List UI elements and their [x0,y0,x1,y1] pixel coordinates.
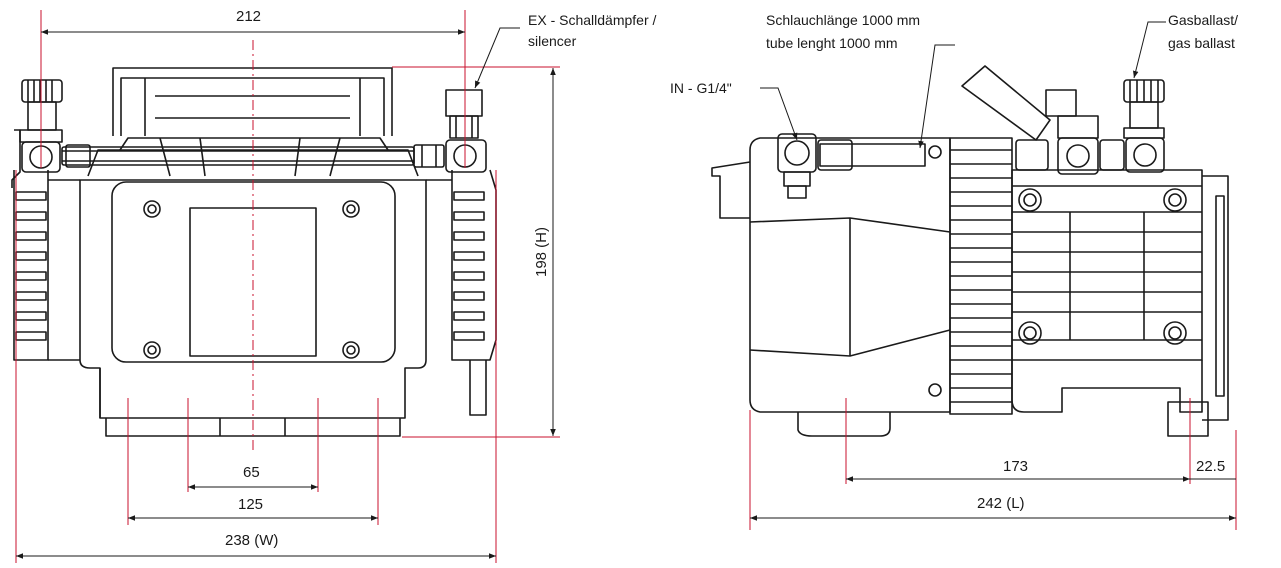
exhaust-callout-line2: silencer [528,33,577,49]
front-left-fins [13,170,80,361]
side-motor-housing [749,137,951,437]
front-right-valve [65,89,487,173]
dimension-242-length: 242 (L) [977,495,1025,512]
dimension-212: 212 [236,8,262,25]
side-handle [961,65,1051,141]
front-construction-lines [15,10,560,563]
side-bracket [711,161,751,219]
gasballast-callout-line1: Gasballast/ [1168,12,1239,28]
front-bolts [143,200,360,359]
side-pump-head [1011,169,1229,437]
dimension-125: 125 [238,496,264,513]
side-tube [819,143,926,167]
exhaust-callout-line1: EX - Schalldämpfer / [528,12,657,28]
hose-callout-line1: Schlauchlänge 1000 mm [766,12,921,28]
gasballast-callout-line2: gas ballast [1168,35,1235,51]
side-cooling-fins [949,137,1013,415]
side-view [711,65,1229,437]
inlet-leader [760,87,798,141]
dimension-238-width: 238 (W) [225,532,279,549]
dimension-198-height: 198 (H) [533,226,550,278]
dimension-173: 173 [1003,458,1029,475]
front-right-fins [426,169,497,416]
hose-callout-line2: tube lenght 1000 mm [766,35,898,51]
side-construction-lines [749,398,1237,530]
inlet-callout: IN - G1/4" [670,80,732,96]
hose-leader [918,44,955,149]
side-top-valves [1015,79,1165,175]
front-dimension-lines [16,27,556,559]
dimension-65: 65 [243,464,260,481]
dimension-22-5: 22.5 [1196,458,1226,475]
exhaust-leader [474,27,520,89]
front-view [11,67,497,437]
side-dimension-lines [750,21,1236,521]
gasballast-leader [1132,21,1166,79]
front-left-valve [11,79,63,188]
